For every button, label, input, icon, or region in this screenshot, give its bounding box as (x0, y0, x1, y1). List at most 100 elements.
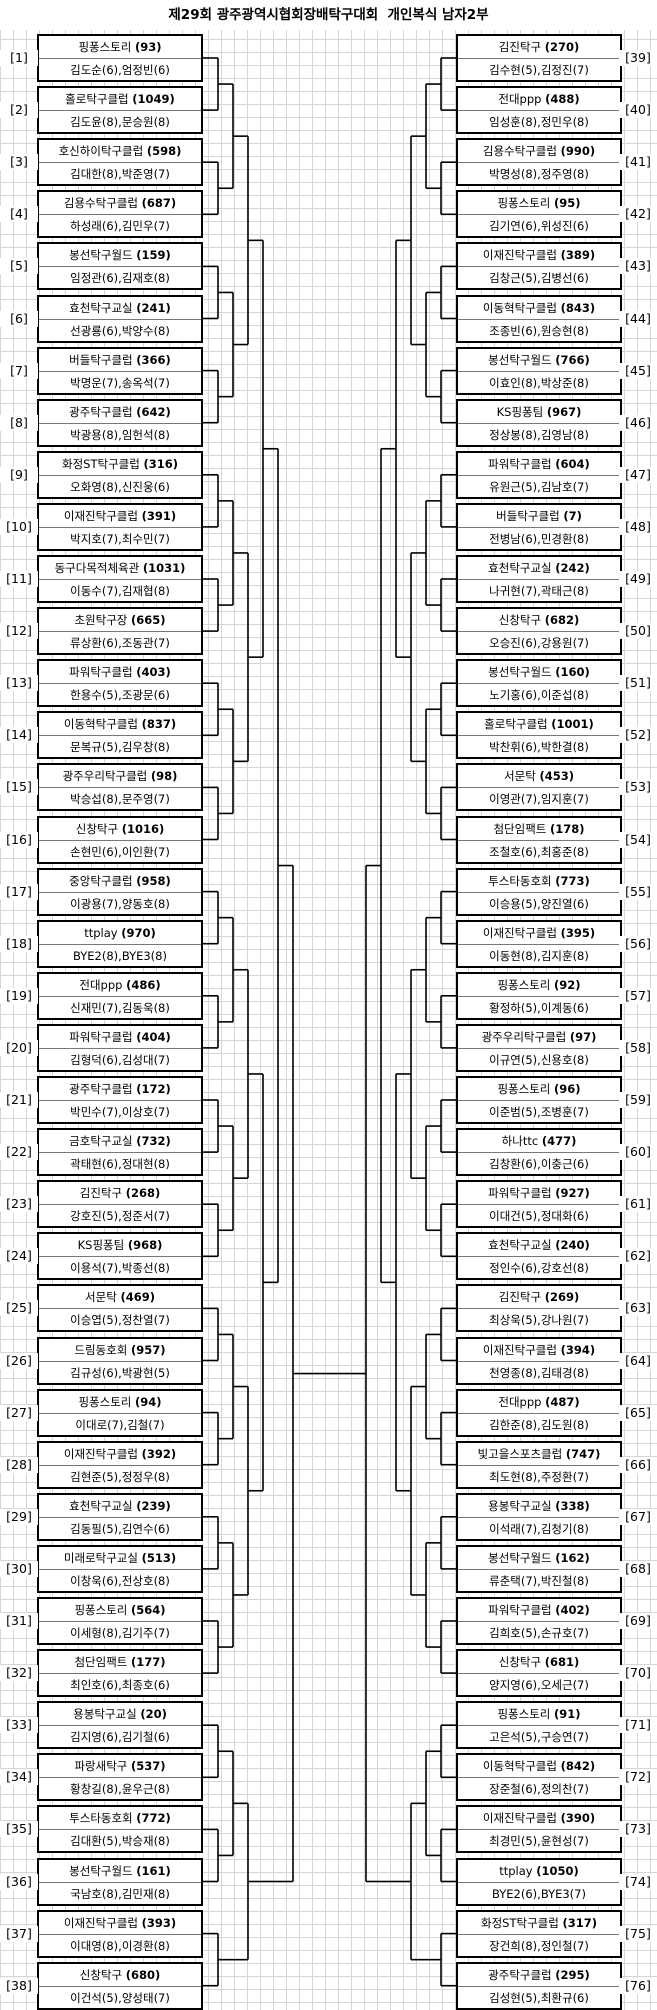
entry-team: 빛고을스포츠클럽 (747) (458, 1443, 620, 1466)
entry-box: KS핑퐁팀 (968)이용석(7),박종선(8) (37, 1232, 203, 1281)
entry-team: 전대ppp (487) (458, 1391, 620, 1414)
entry-number: [46] (619, 414, 657, 431)
entry-box: 광주탁구클럽 (295)김성현(5),최환규(6) (456, 1961, 622, 2010)
entry-team: 봉선탁구월드 (162) (458, 1547, 620, 1570)
entry-number: [28] (0, 1456, 38, 1473)
entry-players: 정인수(6),강호선(8) (489, 1261, 589, 1276)
entry-id: (1049) (132, 92, 175, 107)
entry-box: 핑퐁스토리 (96)이준범(5),조병훈(7) (456, 1076, 622, 1124)
entry-id: (338) (555, 1498, 590, 1513)
entry-players: 이건석(5),양성태(7) (70, 1990, 170, 2005)
entry-players: 박지호(7),최수민(7) (70, 531, 170, 546)
entry-players: 김창근(5),김병선(6) (489, 271, 589, 286)
entry-id: (513) (141, 1550, 177, 1565)
entry-team: 화정ST탁구클럽 (317) (458, 1912, 620, 1935)
entry-id: (477) (541, 1134, 577, 1149)
entry-number: [18] (0, 935, 38, 952)
entry-team: 봉선탁구월드 (159) (39, 244, 201, 268)
entry-box: 파랑새탁구 (537)황창길(8),윤우근(8) (37, 1753, 203, 1802)
entry-club: 광주탁구클럽 (69, 404, 137, 419)
entry-box: 파워탁구클럽 (927)이대건(5),정대화(6) (456, 1180, 622, 1229)
entry-players: 하성래(6),김민우(7) (70, 219, 170, 234)
entry-team: 파워탁구클럽 (402) (458, 1599, 620, 1622)
entry-club: 핑퐁스토리 (497, 1707, 555, 1722)
entry-team: 전대ppp (486) (39, 974, 201, 997)
entry-club: 핑퐁스토리 (74, 1603, 132, 1617)
entry-team: 버들탁구클럽 (7) (458, 505, 620, 528)
entry-number: [76] (619, 1977, 657, 1994)
entry-players: BYE2(8),BYE3(8) (73, 948, 167, 963)
entry-club: KS핑퐁팀 (496, 404, 547, 419)
entry-players: 최상욱(5),강나원(7) (489, 1313, 589, 1328)
entry-id: (389) (560, 248, 596, 263)
entry-box: 파워탁구클럽 (404)김형덕(6),김성대(7) (37, 1023, 203, 1072)
entry-box: 핑퐁스토리 (91)고은석(5),구승연(7) (456, 1701, 622, 1750)
entry-id: (403) (136, 665, 171, 680)
entry-team: 파워탁구클럽 (604) (458, 453, 620, 476)
entry-id: (773) (555, 873, 590, 888)
entry-id: (93) (135, 40, 162, 54)
entry-id: (843) (560, 300, 596, 315)
entry-number: [13] (0, 675, 38, 692)
entry-id: (366) (136, 352, 171, 367)
entry-team: 투스타동호회 (773) (458, 870, 620, 893)
entry-number: [73] (619, 1821, 657, 1838)
entry-players: 조철호(6),최홍준(8) (489, 844, 589, 859)
entry-box: 광주우리탁구클럽 (98)박승섭(8),문주영(7) (37, 763, 203, 812)
entry-club: 화정ST탁구클럽 (62, 456, 144, 471)
entry-id: (1001) (551, 717, 594, 732)
entry-players: 박광용(8),임헌석(8) (70, 427, 170, 442)
entry-id: (268) (125, 1186, 161, 1201)
entry-club: 빛고을스포츠클럽 (477, 1446, 566, 1461)
entry-club: 전대ppp (498, 1394, 546, 1409)
entry-team: 효천탁구교실 (241) (39, 297, 201, 320)
entry-players: 황정하(5),이계동(6) (489, 1000, 589, 1015)
entry-club: 광주탁구클럽 (69, 1082, 137, 1096)
entry-number: [22] (0, 1144, 38, 1161)
entry-id: (564) (131, 1603, 166, 1617)
entry-box: 이재진탁구클럽 (395)이동현(8),김지훈(8) (456, 919, 622, 968)
entry-players: 박민수(7),이상호(7) (70, 1105, 170, 1119)
entry-club: 금호탁구교실 (69, 1134, 137, 1149)
entry-number: [1] (0, 50, 38, 66)
entry-number: [19] (0, 987, 38, 1004)
entry-team: 효천탁구교실 (242) (458, 557, 620, 580)
entry-club: 효천탁구교실 (488, 1238, 556, 1253)
entry-team: 첨단임팩트 (178) (458, 818, 620, 841)
entry-players: 최경민(5),윤현성(7) (489, 1834, 589, 1849)
entry-box: 봉선탁구월드 (162)류춘택(7),박진철(8) (456, 1544, 622, 1593)
entry-players: 김대환(5),박승재(8) (70, 1834, 170, 1849)
entry-box: 효천탁구교실 (239)김동필(5),김연수(6) (37, 1492, 203, 1541)
entry-number: [39] (619, 50, 657, 66)
entry-team: 동구다목적체육관 (1031) (39, 557, 201, 580)
entry-number: [25] (0, 1300, 38, 1317)
entry-club: 이재진탁구클럽 (63, 1915, 142, 1930)
entry-id: (390) (560, 1811, 596, 1826)
entry-box: 광주탁구클럽 (642)박광용(8),임헌석(8) (37, 398, 203, 447)
entry-players: 장준철(6),정의찬(7) (489, 1782, 589, 1797)
entry-id: (172) (136, 1082, 171, 1096)
entry-box: 핑퐁스토리 (95)김기연(6),위성진(6) (456, 190, 622, 239)
entry-box: 봉선탁구월드 (160)노기홍(6),이준섭(8) (456, 659, 622, 708)
entry-club: 이재진탁구클럽 (482, 1342, 561, 1357)
entry-players: 김도순(6),엄정빈(6) (70, 63, 170, 77)
entry-box: 신창탁구 (1016)손현민(6),이인환(7) (37, 815, 203, 864)
entry-players: 문복규(5),김우창(8) (70, 740, 170, 755)
entry-team: 하나ttc (477) (458, 1130, 620, 1154)
entry-number: [6] (0, 310, 38, 327)
entry-id: (1016) (121, 821, 165, 836)
entry-id: (269) (544, 1290, 580, 1305)
entry-players: 김동필(5),김연수(6) (70, 1521, 170, 1536)
entry-club: 투스타동호회 (488, 873, 556, 888)
entry-team: 호신하이탁구클럽 (598) (39, 140, 201, 164)
entry-number: [47] (619, 466, 657, 483)
entry-number: [67] (619, 1508, 657, 1525)
entry-number: [65] (619, 1404, 657, 1421)
entry-id: (178) (550, 821, 585, 836)
entry-team: 핑퐁스토리 (91) (458, 1703, 620, 1727)
entry-number: [61] (619, 1196, 657, 1213)
entry-players: BYE2(6),BYE3(7) (492, 1886, 586, 1901)
entry-players: 양지영(6),오세근(7) (489, 1678, 589, 1693)
entry-id: (20) (140, 1707, 167, 1722)
entry-id: (316) (143, 456, 178, 471)
